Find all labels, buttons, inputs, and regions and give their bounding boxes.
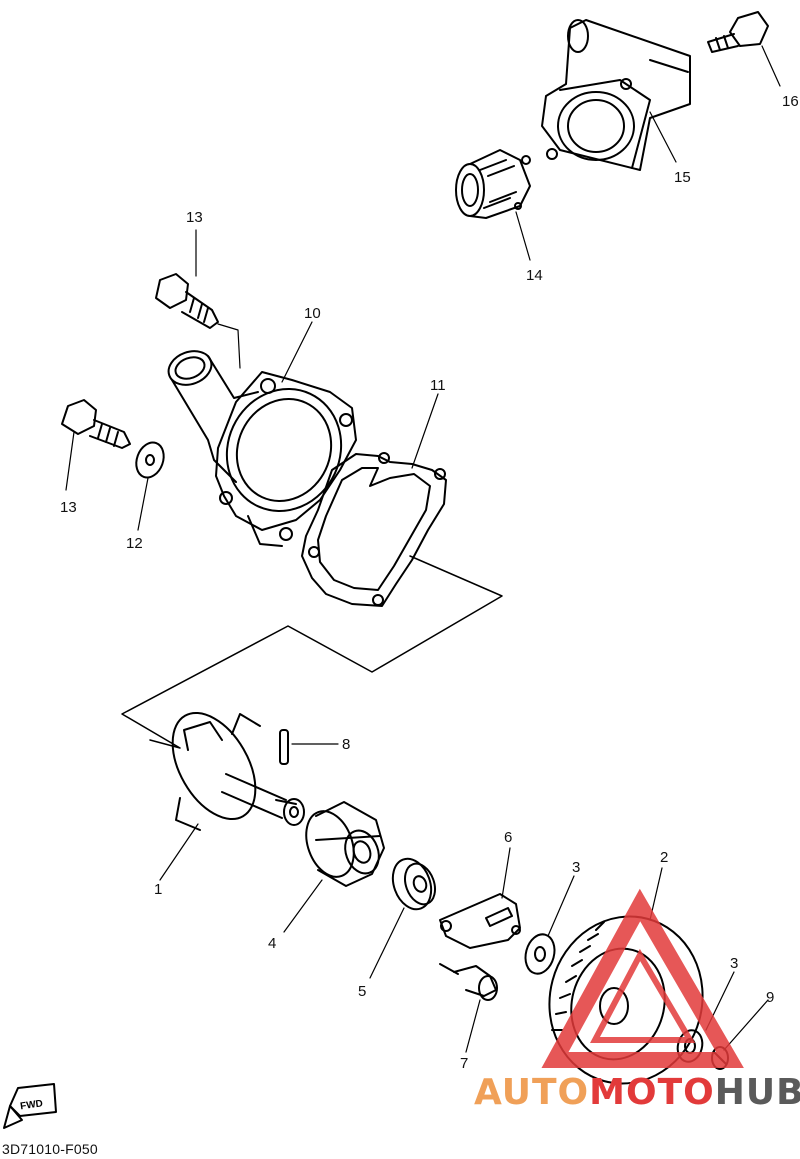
part-12-washer xyxy=(135,441,165,479)
part-5-bearing xyxy=(391,857,436,911)
diagram-code: 3D71010-F050 xyxy=(2,1141,98,1157)
part-7-screw xyxy=(439,963,498,1001)
callout-5: 5 xyxy=(358,983,366,1000)
part-3-washer-upper xyxy=(524,933,556,975)
callout-1: 1 xyxy=(154,881,162,898)
callout-10: 10 xyxy=(304,305,321,322)
part-6-plate xyxy=(439,893,521,949)
callout-3-lower: 3 xyxy=(730,955,738,972)
callout-16: 16 xyxy=(782,93,799,110)
part-11-gasket xyxy=(301,452,447,607)
part-4-oil-seal xyxy=(305,801,385,887)
assembly-outline xyxy=(121,555,503,749)
callout-13-upper: 13 xyxy=(186,209,203,226)
leader-lines xyxy=(65,45,781,1053)
callout-4: 4 xyxy=(268,935,276,952)
fwd-label: FWD xyxy=(20,1098,44,1112)
callout-labels: 16 15 14 13 10 11 13 12 8 1 4 5 6 3 7 2 … xyxy=(20,93,799,1112)
part-13-bolt-left xyxy=(61,399,131,449)
watermark-text: AUTOMOTOHUB xyxy=(474,1072,800,1113)
callout-6: 6 xyxy=(504,829,512,846)
part-8-pin xyxy=(279,729,289,765)
part-1-impeller-shaft xyxy=(171,711,305,831)
watermark-logo-icon xyxy=(541,888,744,1068)
watermark-part-auto: AUTO xyxy=(474,1072,590,1113)
part-13-bolt-upper xyxy=(155,273,219,329)
part-14-thermostat xyxy=(455,149,531,219)
callout-15: 15 xyxy=(674,169,691,186)
watermark-part-moto: MOTO xyxy=(589,1072,715,1113)
watermark-part-hub: HUB xyxy=(714,1072,800,1113)
callout-11: 11 xyxy=(430,377,446,394)
callout-13-left: 13 xyxy=(60,499,77,516)
part-10-pump-housing xyxy=(167,350,357,547)
callout-9: 9 xyxy=(766,989,774,1006)
part-15-thermostat-cover xyxy=(541,19,691,171)
callout-8: 8 xyxy=(342,736,350,753)
callout-7: 7 xyxy=(460,1055,468,1072)
part-16-bolt xyxy=(707,11,769,53)
callout-2: 2 xyxy=(660,849,668,866)
callout-14: 14 xyxy=(526,267,543,284)
callout-3-upper: 3 xyxy=(572,859,580,876)
callout-12: 12 xyxy=(126,535,143,552)
fwd-arrow-icon xyxy=(3,1083,57,1129)
